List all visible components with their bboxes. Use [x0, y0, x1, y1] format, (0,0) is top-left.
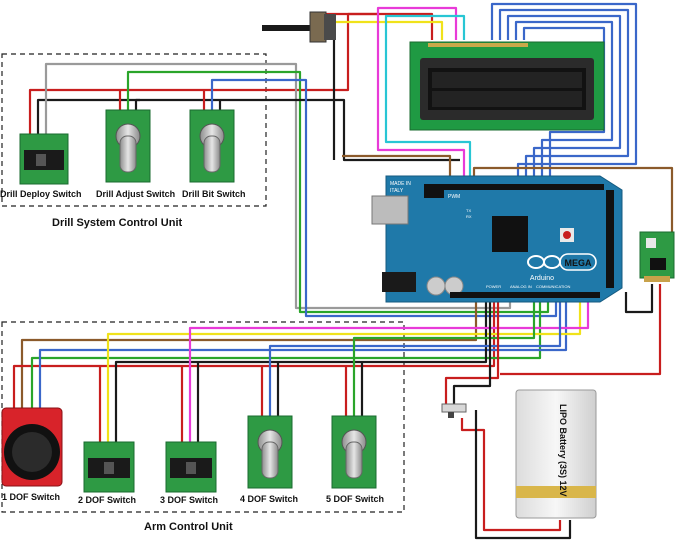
label-dof1: 1 DOF Switch — [2, 492, 60, 502]
arduino-made-in: MADE IN — [390, 181, 411, 187]
wire-deploy-black — [36, 98, 140, 135]
drill-bit-pot[interactable] — [189, 109, 235, 183]
drill-unit-title: Drill System Control Unit — [52, 217, 183, 229]
arduino-model: MEGA — [565, 258, 593, 268]
arduino-analog: ANALOG IN — [510, 284, 532, 289]
drill-deploy-switch[interactable] — [19, 133, 69, 185]
wire-bt-black — [624, 284, 654, 314]
dof3-slide-switch[interactable] — [165, 441, 217, 493]
label-dof3: 3 DOF Switch — [160, 495, 218, 505]
wire-dof3-magenta — [188, 292, 590, 442]
arduino-pwm: PWM — [448, 194, 460, 200]
drill-adjust-pot[interactable] — [105, 109, 151, 183]
wire-dof4-blue — [268, 292, 562, 416]
wire-dof5-green — [352, 292, 536, 416]
arduino-italy: ITALY — [390, 188, 404, 194]
lcd-display — [409, 41, 605, 131]
dof4-pot[interactable] — [247, 415, 293, 489]
wire-power-red-a — [444, 292, 500, 404]
wireless-module — [639, 231, 675, 282]
power-switch[interactable] — [441, 403, 467, 418]
dof2-slide-switch[interactable] — [83, 441, 135, 493]
arduino-brand: Arduino — [530, 275, 554, 282]
wire-deploy-gray — [44, 62, 512, 310]
battery-label: LIPO Battery (3S) 12V — [558, 404, 568, 497]
arm-unit-title: Arm Control Unit — [144, 521, 233, 533]
label-dof4: 4 DOF Switch — [240, 494, 298, 504]
label-drill-adjust: Drill Adjust Switch — [96, 189, 175, 199]
wires — [12, 2, 674, 540]
lipo-battery: LIPO Battery (3S) 12V — [515, 389, 597, 519]
wire-batt-red — [460, 418, 562, 532]
arduino-rx: RX — [466, 214, 472, 219]
wire-joy-green — [30, 292, 542, 410]
wire-bt-red — [500, 284, 662, 376]
label-dof2: 2 DOF Switch — [78, 495, 136, 505]
label-drill-bit: Drill Bit Switch — [182, 189, 246, 199]
wire-adjust-green — [126, 70, 550, 314]
wire-adjust-black — [134, 98, 460, 162]
wire-power-black-a — [452, 292, 492, 404]
arduino-communication: COMMUNICATION — [536, 284, 570, 289]
arduino-power: POWER — [486, 284, 501, 289]
wire-joy-brown — [20, 292, 478, 410]
wire-lcd-magenta — [376, 6, 466, 186]
wire-dof2-yellow — [106, 292, 582, 442]
label-dof5: 5 DOF Switch — [326, 494, 384, 504]
potentiometer-top — [262, 11, 336, 43]
dof5-pot[interactable] — [331, 415, 377, 489]
wire-bit-blue — [210, 78, 558, 318]
wire-joy-blue — [38, 292, 568, 410]
wire-batt-black — [474, 410, 572, 540]
drill-unit-box — [1, 53, 267, 207]
dof1-joystick[interactable] — [1, 407, 63, 487]
wire-pot-yellow — [324, 20, 444, 40]
arduino-tx: TX — [466, 208, 471, 213]
wire-lcd-cyan — [384, 14, 472, 186]
arduino-mega-board: MEGA Arduino MADE IN ITALY PWM COMMUNICA… — [371, 175, 623, 303]
label-drill-deploy: Drill Deploy Switch — [0, 189, 82, 199]
